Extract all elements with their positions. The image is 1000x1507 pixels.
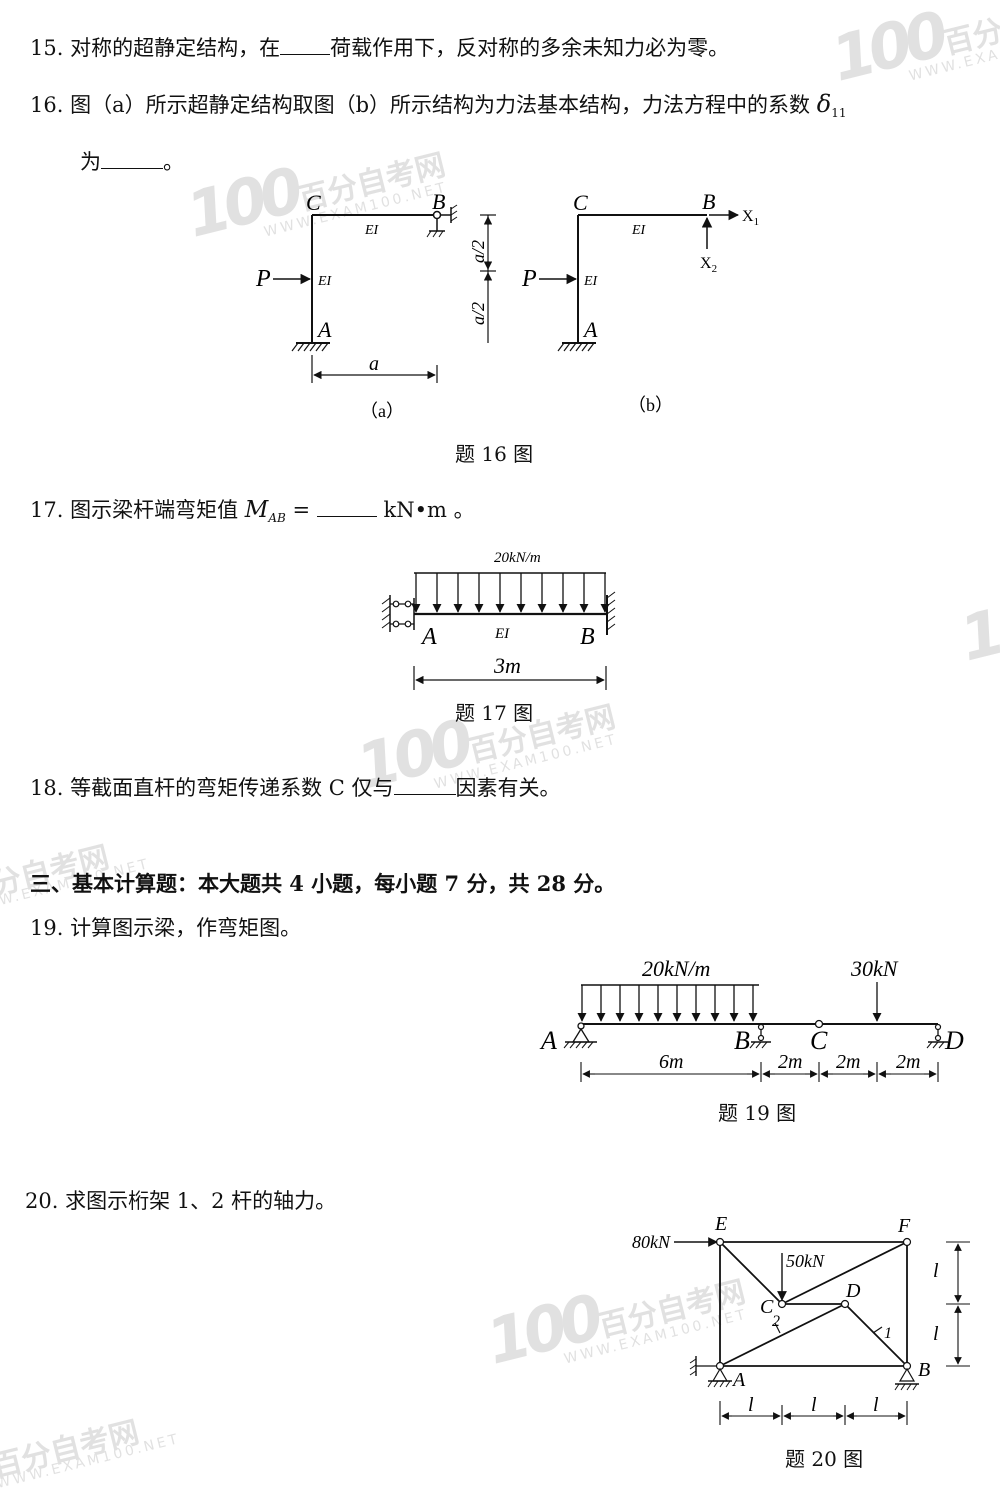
question-text: 对称的超静定结构，在	[70, 36, 281, 60]
label-b: B	[432, 189, 445, 214]
label-c: C	[810, 1026, 828, 1055]
label-a: A	[539, 1026, 557, 1055]
label-b: B	[918, 1359, 930, 1381]
dim-h-1: l	[748, 1394, 754, 1416]
label-a: A	[731, 1369, 746, 1391]
sub-caption-a: （a）	[360, 401, 404, 421]
question-text: 图示梁杆端弯矩值	[70, 498, 239, 522]
question-text-after: 荷载作用下，反对称的多余未知力必为零。	[330, 36, 730, 60]
question-text: 图（a）所示超静定结构取图（b）所示结构为力法基本结构，力法方程中的系数	[70, 93, 811, 117]
label-d: D	[944, 1026, 964, 1055]
question-19: 19. 计算图示梁，作弯矩图。	[30, 914, 301, 942]
figure-17: 20kN/m A B EI 3m	[381, 550, 616, 690]
span-label: 3m	[493, 653, 521, 678]
label-b: B	[734, 1026, 750, 1055]
figure-16a: C B A P EI EI a/2 a/2 a （a）	[255, 189, 496, 421]
label-p: P	[521, 266, 537, 292]
caption-20: 题 20 图	[785, 1447, 864, 1471]
answer-blank[interactable]	[393, 772, 456, 795]
dim-4: 2m	[896, 1051, 920, 1073]
question-number: 20.	[25, 1189, 59, 1213]
load-80kn: 80kN	[632, 1232, 671, 1252]
dist-load-label: 20kN/m	[642, 956, 710, 981]
question-17: 17. 图示梁杆端弯矩值 MAB = kN•m 。	[30, 494, 475, 532]
sub-caption-b: （b）	[628, 395, 673, 415]
answer-blank[interactable]	[101, 146, 163, 169]
label-ei-left: EI	[583, 274, 599, 289]
watermark-logo: 100	[824, 0, 951, 96]
label-d: D	[845, 1280, 861, 1302]
moment-symbol: M	[244, 497, 269, 523]
question-15: 15. 对称的超静定结构，在 荷载作用下，反对称的多余未知力必为零。	[30, 32, 729, 62]
dim-a: a	[369, 353, 379, 375]
question-text: 计算图示梁，作弯矩图。	[70, 916, 302, 940]
load-50kn: 50kN	[786, 1251, 825, 1271]
label-a: A	[316, 317, 332, 342]
dim-h-2: l	[811, 1394, 817, 1416]
unit: kN•m	[383, 498, 447, 522]
answer-blank[interactable]	[280, 32, 331, 55]
question-20: 20. 求图示桁架 1、2 杆的轴力。	[25, 1187, 336, 1215]
question-text-after: 因素有关。	[455, 776, 561, 800]
label-ei-top: EI	[364, 223, 380, 238]
caption-16: 题 16 图	[455, 442, 534, 466]
label-a: A	[582, 317, 598, 342]
question-number: 18.	[30, 776, 64, 800]
watermark-right-edge: 100	[952, 577, 1000, 676]
question-16: 16. 图（a）所示超静定结构取图（b）所示结构为力法基本结构，力法方程中的系数…	[30, 90, 846, 127]
watermark-url: WWW.EXAM100.NET	[907, 23, 1000, 85]
label-a: A	[420, 624, 437, 650]
figure-20: 80kN 50kN E F C D A B 2 1 l l l l l	[632, 1213, 970, 1425]
caption-19: 题 19 图	[718, 1101, 797, 1125]
question-number: 16.	[30, 93, 64, 117]
point-load-label: 30kN	[850, 956, 899, 981]
question-18: 18. 等截面直杆的弯矩传递系数 C 仅与 因素有关。	[30, 772, 561, 802]
dim-h-3: l	[873, 1394, 879, 1416]
delta-symbol: δ	[816, 90, 832, 118]
figure-16b: C B A P EI EI X1 X2 （b）	[521, 189, 759, 415]
label-x1: X1	[742, 208, 759, 228]
label-ei: EI	[494, 626, 510, 642]
dim-v-1: l	[933, 1260, 939, 1282]
watermark-bottom-left: 百分自考网 WWW.EXAM100.NET	[0, 1415, 182, 1493]
dim-top: a/2	[468, 240, 488, 263]
label-b: B	[702, 189, 715, 214]
label-c: C	[573, 190, 588, 215]
dim-1: 6m	[659, 1051, 683, 1073]
section-heading: 三、基本计算题：本大题共 4 小题，每小题 7 分，共 28 分。	[30, 871, 616, 896]
label-f: F	[897, 1215, 911, 1237]
dim-3: 2m	[836, 1051, 860, 1073]
bar-2-label: 2	[772, 1313, 780, 1330]
label-p: P	[255, 266, 271, 292]
dim-2: 2m	[778, 1051, 802, 1073]
question-text: 等截面直杆的弯矩传递系数 C 仅与	[70, 776, 394, 800]
label-x2: X2	[700, 255, 717, 275]
watermark-top-right: 100百分自考网 WWW.EXAM100.NET	[824, 0, 1000, 101]
moment-subscript: AB	[268, 511, 286, 526]
label-ei-top: EI	[631, 223, 647, 238]
label-c: C	[306, 190, 321, 215]
load-label: 20kN/m	[494, 550, 541, 566]
label-b: B	[580, 624, 595, 650]
question-16-line2: 为。	[80, 146, 184, 176]
question-number: 17.	[30, 498, 64, 522]
delta-subscript: 11	[831, 106, 847, 121]
figure-19: 20kN/m 30kN A B C D 6m 2m 2m 2m	[539, 956, 964, 1082]
bar-1-label: 1	[884, 1325, 892, 1342]
question-number: 15.	[30, 36, 64, 60]
dim-v-2: l	[933, 1323, 939, 1345]
label-e: E	[714, 1213, 727, 1235]
question-text: 求图示桁架 1、2 杆的轴力。	[65, 1189, 337, 1213]
caption-17: 题 17 图	[455, 701, 534, 725]
question-number: 19.	[30, 916, 64, 940]
dim-bottom: a/2	[468, 302, 488, 325]
watermark-brand: 百分自考网	[939, 0, 1000, 62]
label-ei-left: EI	[317, 274, 333, 289]
label-c: C	[760, 1296, 774, 1318]
answer-blank[interactable]	[316, 494, 377, 517]
